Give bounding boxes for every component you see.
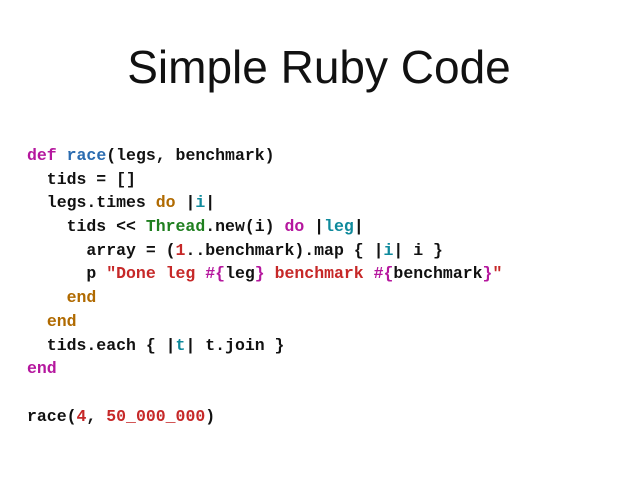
code-line: def race(legs, benchmark) (27, 144, 502, 168)
code-block: def race(legs, benchmark) tids = [] legs… (27, 144, 502, 428)
code-token-number: 1 (175, 240, 186, 260)
code-token-default: leg (225, 264, 255, 284)
code-token-keyword: #{ (373, 264, 394, 284)
code-token-end-keyword: end (66, 288, 97, 308)
code-token-default: (legs, benchmark) (106, 146, 275, 165)
code-token-string: "Done leg (106, 264, 206, 284)
code-line: p "Done leg #{leg} benchmark #{benchmark… (27, 262, 502, 286)
code-line: end (27, 286, 502, 310)
code-token-default: | (175, 193, 196, 213)
code-token-block-var: leg (324, 217, 354, 237)
code-line: array = (1..benchmark).map { |i| i } (27, 239, 502, 263)
code-token-default: | t.join } (185, 335, 285, 355)
code-token-number: 50_000_000 (106, 406, 206, 426)
code-token-default: ..benchmark).map { | (185, 240, 384, 260)
code-token-keyword: } (482, 264, 493, 284)
code-token-default: tids << (27, 217, 146, 237)
code-line: race(4, 50_000_000) (27, 405, 502, 429)
code-token-default (57, 146, 67, 165)
slide-title: Simple Ruby Code (127, 41, 511, 93)
code-token-default (27, 312, 47, 331)
code-token-default: | (353, 217, 364, 237)
code-token-default: .new(i) (205, 217, 285, 237)
code-token-default: legs.times (27, 193, 156, 213)
code-line: end (27, 310, 502, 334)
code-token-default: | (304, 217, 325, 237)
code-token-string: benchmark (264, 264, 374, 284)
code-token-block-var: i (383, 240, 394, 260)
code-token-default: benchmark (393, 264, 483, 284)
code-token-default: | (205, 193, 216, 213)
code-token-method-name: race (66, 146, 107, 165)
code-token-string: " (492, 264, 503, 284)
code-token-default (27, 288, 67, 307)
code-token-block-var: i (195, 193, 206, 213)
code-line: tids.each { |t| t.join } (27, 334, 502, 358)
code-token-default: tids = [] (27, 169, 136, 189)
code-token-number: 4 (76, 406, 87, 426)
code-token-default: | i } (393, 240, 443, 260)
code-line: tids << Thread.new(i) do |leg| (27, 215, 502, 239)
code-token-end-keyword: end (46, 311, 77, 331)
code-line: end (27, 357, 502, 381)
code-token-default: race( (27, 406, 77, 426)
code-token-keyword: #{ (205, 264, 226, 284)
code-line: ​ (27, 381, 502, 405)
code-token-keyword: do (284, 217, 305, 237)
code-token-end-keyword: do (155, 193, 176, 213)
code-token-keyword: def (27, 146, 57, 165)
code-token-keyword: } (254, 264, 265, 284)
code-token-default: array = ( (27, 240, 176, 260)
code-token-default: , (86, 406, 107, 426)
code-line: tids = [] (27, 168, 502, 192)
code-token-default: ) (205, 406, 216, 426)
code-token-class-name: Thread (145, 217, 206, 237)
code-token-default: p (27, 264, 107, 284)
code-token-block-var: t (175, 335, 186, 355)
code-line: legs.times do |i| (27, 191, 502, 215)
code-token-keyword: end (27, 359, 57, 379)
code-token-default: tids.each { | (27, 335, 176, 355)
